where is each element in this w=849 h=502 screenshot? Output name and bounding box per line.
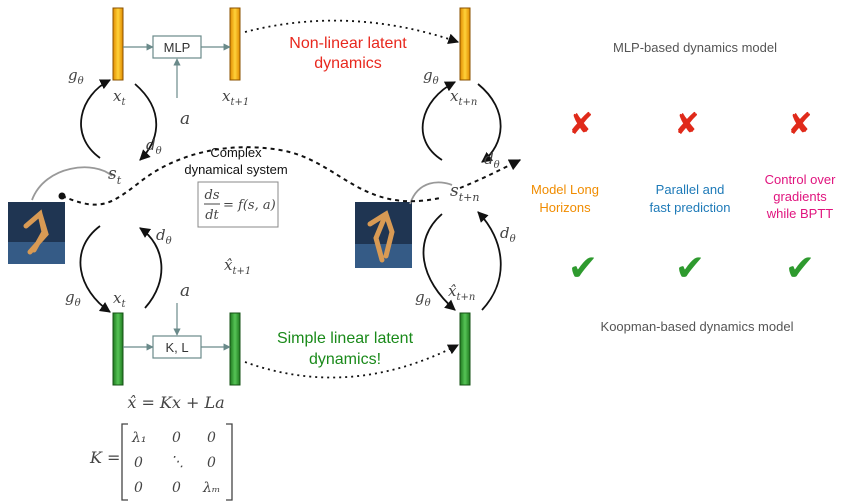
latent-bar-xt1-bottom: [229, 312, 241, 386]
g-theta-bottom-right: g: [415, 288, 425, 306]
k-matrix-lhs: K =: [89, 448, 120, 467]
svg-text:x̂t+n: x̂t+n: [448, 282, 475, 303]
action-label-top: a: [180, 109, 190, 129]
g-theta-top-left: g: [68, 66, 78, 84]
g-theta-top-right: g: [423, 66, 433, 84]
linear-caption-line1: Simple linear latent: [277, 330, 414, 347]
k-zero-12: 0: [172, 430, 181, 446]
latent-bar-xtn-bottom: [459, 312, 471, 386]
svg-text:dθ: dθ: [146, 136, 162, 157]
svg-text:dθ: dθ: [156, 226, 172, 247]
x-t-top-label: x: [113, 87, 122, 105]
criterion-2-line2: fast prediction: [650, 200, 731, 215]
svg-text:xt+1: xt+1: [222, 87, 249, 108]
cross-mark-3: ✘: [787, 108, 812, 141]
criterion-1-line2: Horizons: [539, 200, 591, 215]
ode-rhs: = f(s, a): [223, 198, 276, 213]
svg-text:x̂t+1: x̂t+1: [224, 256, 251, 277]
svg-text:gθ: gθ: [65, 288, 81, 309]
svg-text:st: st: [108, 164, 122, 187]
xhat-t1-label: x̂: [224, 256, 233, 274]
k-zero-21: 0: [134, 455, 143, 471]
k-matrix: K = λ₁ 0 0 0 ⋱ 0 0 0 λₘ: [89, 423, 233, 501]
ode-dt: dt: [205, 208, 219, 223]
svg-text:st+n: st+n: [450, 181, 479, 204]
s-t-label: s: [108, 164, 117, 184]
k-zero-32: 0: [172, 480, 181, 496]
k-zero-13: 0: [207, 430, 216, 446]
latent-bar-xt-bottom: [112, 312, 124, 386]
action-label-bottom: a: [180, 281, 190, 301]
d-theta-top-left: d: [146, 136, 156, 154]
linear-caption-line2: dynamics!: [309, 351, 381, 368]
k-lambda-m: λₘ: [202, 480, 220, 496]
koopman-model-title: Koopman-based dynamics model: [601, 319, 794, 334]
svg-text:a: a: [180, 109, 190, 129]
cross-mark-2: ✘: [674, 108, 699, 141]
k-ddots: ⋱: [170, 454, 184, 470]
svg-text:xt: xt: [113, 87, 126, 108]
nonlinear-caption-line2: dynamics: [314, 55, 382, 72]
k-zero-31: 0: [134, 480, 143, 496]
d-theta-bottom-right: d: [500, 224, 510, 242]
check-mark-1: ✔: [568, 247, 598, 288]
svg-text:a: a: [180, 281, 190, 301]
system-label-line1: Complex: [210, 145, 262, 160]
s-tn-label: s: [450, 181, 459, 201]
svg-text:dθ: dθ: [484, 150, 500, 171]
nonlinear-caption-line1: Non-linear latent: [289, 35, 407, 52]
svg-text:gθ: gθ: [415, 288, 431, 309]
svg-text:gθ: gθ: [68, 66, 84, 87]
latent-bar-xt1-top: [229, 7, 241, 81]
system-label-line2: dynamical system: [184, 162, 287, 177]
svg-text:dθ: dθ: [500, 224, 516, 245]
robot-image-left: [8, 202, 65, 264]
check-mark-2: ✔: [675, 247, 705, 288]
ode-ds: ds: [205, 188, 220, 203]
k-zero-23: 0: [207, 455, 216, 471]
kl-label: K, L: [165, 340, 188, 355]
x-t-bottom-label: x: [113, 289, 122, 307]
latent-bar-xtn-top: [459, 7, 471, 81]
svg-text:xt: xt: [113, 289, 126, 310]
criterion-3-line2: gradients: [773, 189, 827, 204]
criterion-3-line3: while BPTT: [766, 206, 834, 221]
criterion-3-line1: Control over: [765, 172, 836, 187]
xhat-tn-label: x̂: [448, 282, 457, 300]
svg-text:xt+n: xt+n: [450, 87, 477, 108]
cross-mark-1: ✘: [568, 108, 593, 141]
robot-image-right: [355, 202, 412, 268]
mlp-model-title: MLP-based dynamics model: [613, 40, 777, 55]
d-theta-top-right: d: [484, 150, 494, 168]
svg-text:gθ: gθ: [423, 66, 439, 87]
mlp-label: MLP: [164, 40, 191, 55]
x-tn-top-label: x: [450, 87, 459, 105]
linear-equation: x̂ = Kx + La: [127, 393, 224, 412]
check-mark-3: ✔: [785, 247, 815, 288]
k-lambda-1: λ₁: [131, 430, 147, 446]
criterion-1-line1: Model Long: [531, 182, 599, 197]
latent-bar-xt-top: [112, 7, 124, 81]
x-t1-top-label: x: [222, 87, 231, 105]
criterion-2-line1: Parallel and: [656, 182, 725, 197]
g-theta-bottom-left: g: [65, 288, 75, 306]
d-theta-bottom-left: d: [156, 226, 166, 244]
